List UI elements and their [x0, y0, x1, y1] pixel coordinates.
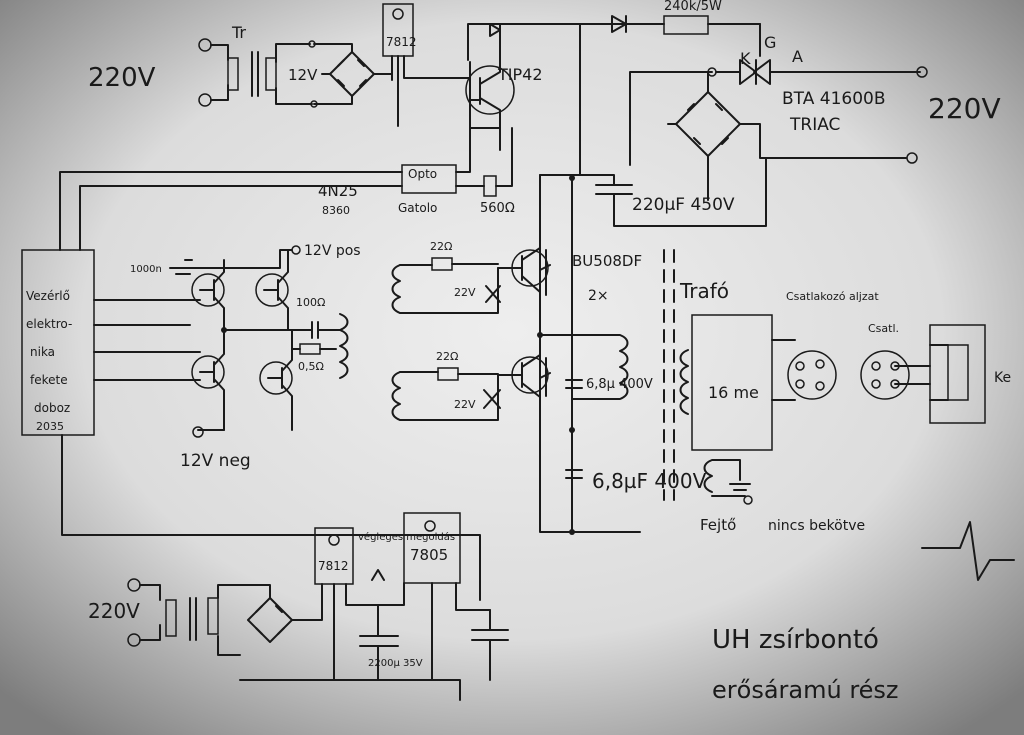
label-zen-22-b: 22V — [454, 398, 476, 411]
output-transformer — [663, 249, 796, 505]
label-zen-22-a: 22V — [454, 286, 476, 299]
label-csatlakozo: Csatlakozó aljzat — [786, 290, 879, 303]
label-nincs: nincs bekötve — [768, 518, 865, 534]
label-8360: 8360 — [322, 204, 350, 217]
label-triac-g: G — [764, 33, 776, 52]
label-res-05: 0,5Ω — [298, 360, 324, 373]
label-vegleges: végleges megoldás — [358, 531, 455, 543]
label-triac-name: BTA 41600B — [782, 89, 886, 109]
triac-bta41600b — [629, 23, 928, 166]
control-block — [21, 249, 481, 601]
bu508-stage — [391, 174, 641, 535]
label-cap-100n: 1000n — [130, 264, 162, 275]
ctrl-line-2: elektro- — [26, 317, 72, 331]
title-line-2: erősáramú rész — [712, 676, 899, 704]
title-line-1: UH zsírbontó — [712, 625, 879, 655]
label-12v-neg: 12V neg — [180, 451, 251, 471]
ctrl-line-4: fekete — [30, 373, 68, 387]
opto-4n25 — [59, 125, 513, 251]
cap-220uf — [539, 157, 767, 227]
ctrl-line-6: 2035 — [36, 420, 64, 433]
waveform-sketch — [921, 521, 1015, 581]
label-res-240k: 240k/5W — [664, 0, 722, 14]
label-trafo: Trafó — [679, 279, 729, 303]
label-2x: 2× — [588, 288, 609, 304]
label-triac-type: TRIAC — [789, 115, 840, 135]
label-cap-68-b: 6,8µF 400V — [592, 469, 707, 493]
label-cap-2200: 2200µ 35V — [368, 658, 423, 669]
bottom-psu — [127, 512, 509, 701]
label-res-22-b: 22Ω — [436, 350, 458, 363]
label-triac-k: K — [740, 49, 751, 68]
label-12v: 12V — [288, 66, 318, 84]
label-7805: 7805 — [410, 546, 448, 564]
label-7812-bot: 7812 — [318, 559, 349, 573]
label-trafo-turns: 16 me — [708, 383, 759, 402]
ctrl-line-1: Vezérlő — [26, 289, 70, 303]
label-head: Ke — [994, 370, 1011, 386]
label-mains-psu: 220V — [88, 599, 140, 623]
label-csatl-dugo: Csatl. — [868, 322, 899, 335]
label-res-560: 560Ω — [480, 201, 515, 216]
sockets-and-head — [787, 324, 986, 424]
label-mains-in: 220V — [88, 63, 156, 93]
label-fejto: Fejtő — [700, 516, 736, 534]
label-12v-pos: 12V pos — [304, 243, 361, 259]
bridge-right — [667, 71, 918, 201]
label-cap-68-a: 6,8µ 400V — [586, 377, 653, 392]
ctrl-line-3: nika — [30, 345, 55, 359]
label-res-100: 100Ω — [296, 296, 325, 309]
label-gatolo: Gatolo — [398, 201, 437, 215]
push-pull-driver — [169, 245, 349, 438]
rectifier-bridge-top — [313, 43, 393, 105]
label-opto: Opto — [408, 167, 437, 181]
label-triac-a: A — [792, 47, 803, 66]
mains-input-transformer — [198, 38, 318, 108]
label-cap-220u: 220µF 450V — [632, 195, 735, 215]
label-tr: Tr — [231, 23, 246, 42]
label-tip42: TIP42 — [497, 65, 543, 84]
label-bu508: BU508DF — [572, 252, 642, 270]
label-4n25: 4N25 — [318, 182, 358, 200]
top-diodes-resistor — [499, 15, 761, 176]
schematic-labels: 220V Tr 12V 7812 TIP42 240k/5W G A K BTA… — [26, 0, 1011, 704]
label-mains-out: 220V — [928, 92, 1001, 125]
label-7812-top: 7812 — [386, 35, 417, 49]
label-res-22-a: 22Ω — [430, 240, 452, 253]
ctrl-line-5: doboz — [34, 401, 70, 415]
